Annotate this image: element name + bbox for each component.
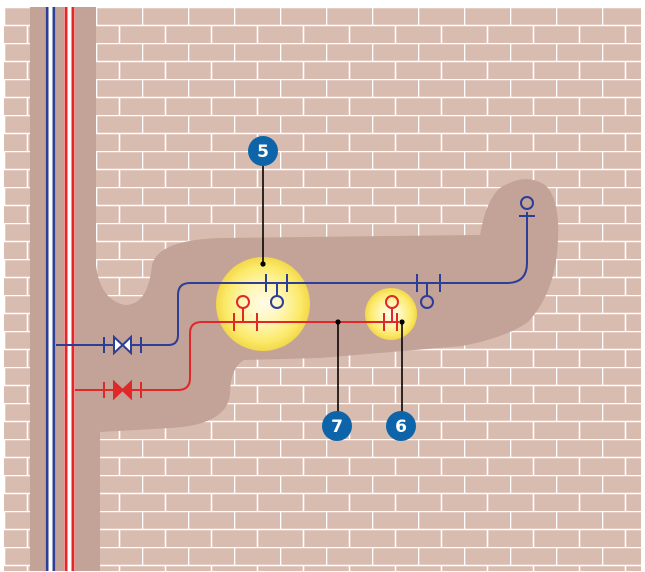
callout-number-6: 6: [395, 417, 407, 437]
hot-water-riser-icon: [64, 7, 75, 571]
hot-water-branch: [75, 295, 399, 398]
callout-number-7: 7: [331, 417, 343, 437]
glow-left: [216, 257, 310, 351]
leader-dot-7: [335, 319, 341, 325]
cold-water-riser-icon: [45, 7, 56, 571]
leader-dot-5: [260, 261, 266, 267]
leader-dot-6: [399, 319, 405, 325]
callout-badge-5: 5: [248, 136, 278, 166]
callout-badge-7: 7: [322, 411, 352, 441]
shutoff-valve-icon: [113, 334, 132, 356]
hot-shutoff-valve-icon: [113, 379, 132, 401]
callout-badge-6: 6: [386, 411, 416, 441]
callout-number-5: 5: [257, 142, 269, 162]
cold-water-branch: [56, 196, 535, 353]
